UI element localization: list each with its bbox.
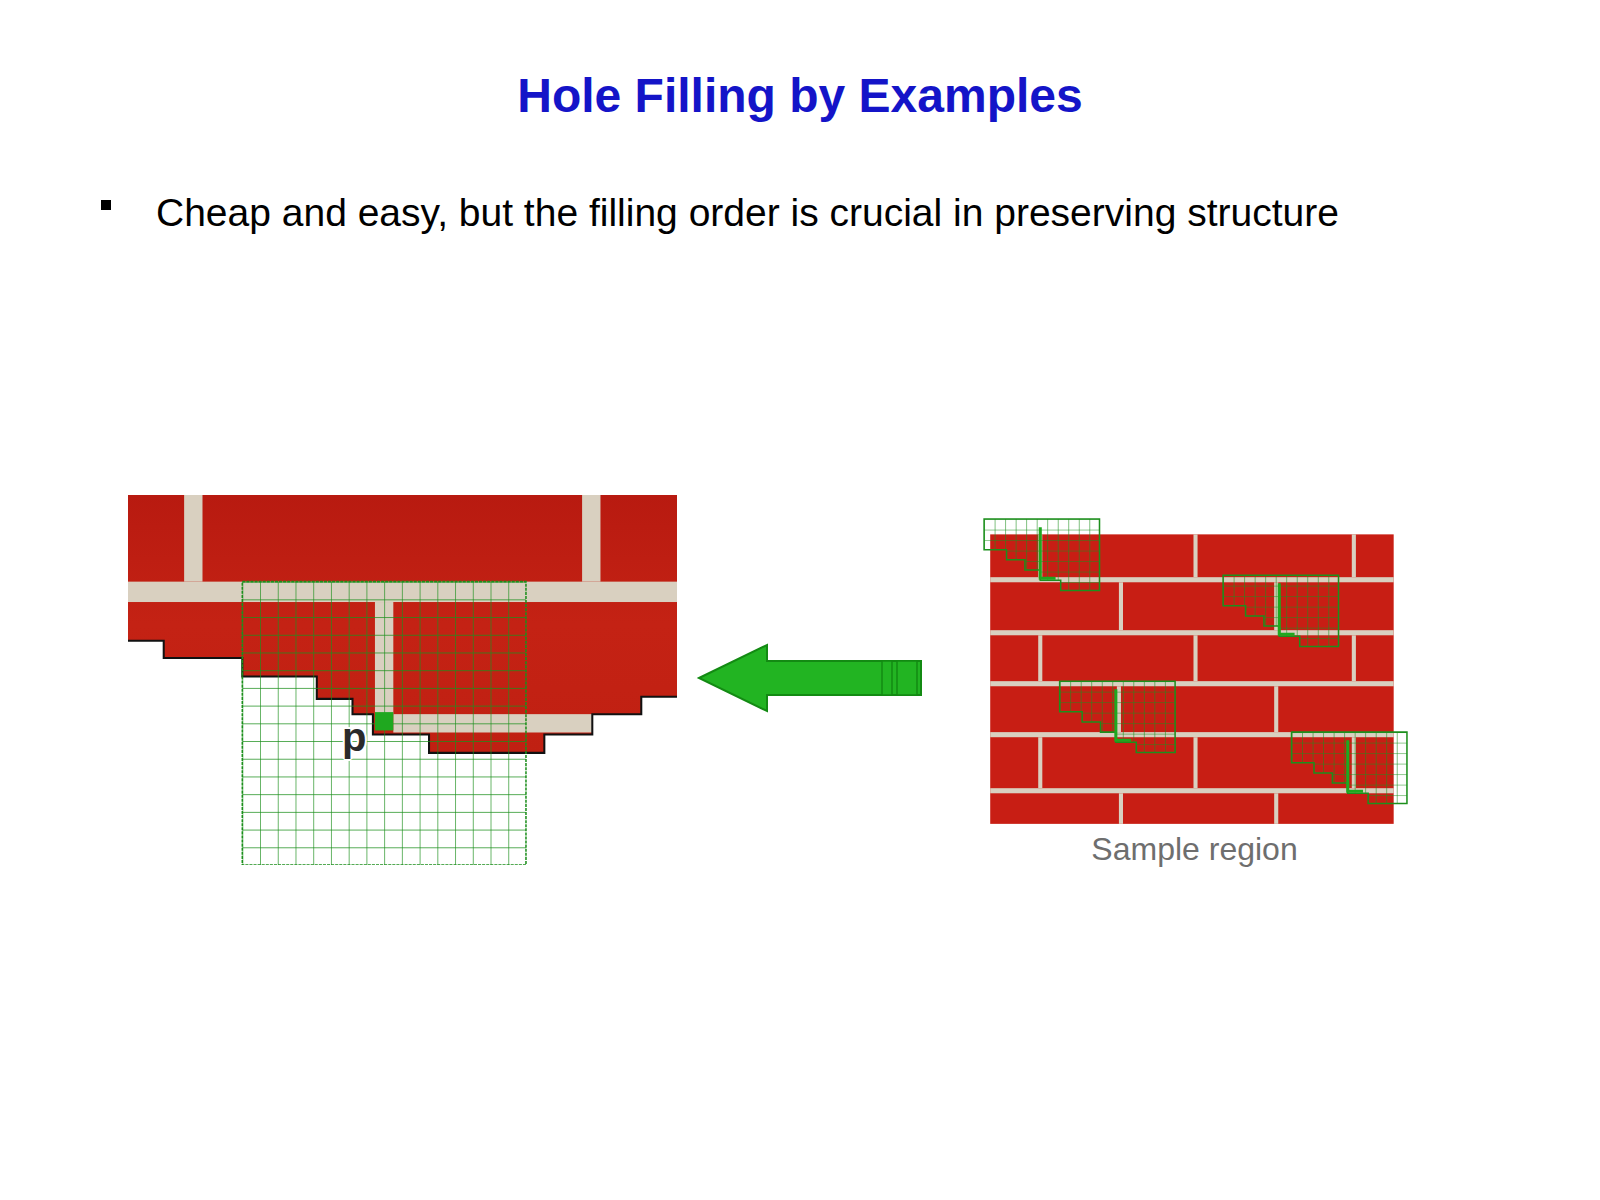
- hole-image-region: p: [128, 495, 677, 865]
- bullet-square: [101, 200, 111, 210]
- bullet-text: Cheap and easy, but the filling order is…: [156, 184, 1456, 242]
- arrow-dash: [897, 661, 917, 695]
- point-label: p: [342, 715, 366, 760]
- sample-region: Sample region: [980, 515, 1409, 877]
- slide-title: Hole Filling by Examples: [0, 68, 1600, 123]
- block-arrow: [699, 645, 921, 711]
- arrow-dash: [882, 661, 892, 695]
- arrow-body: [699, 645, 921, 711]
- sample-image: [980, 515, 1409, 831]
- region-caption: Sample region: [980, 831, 1409, 868]
- hole-image: [128, 495, 677, 865]
